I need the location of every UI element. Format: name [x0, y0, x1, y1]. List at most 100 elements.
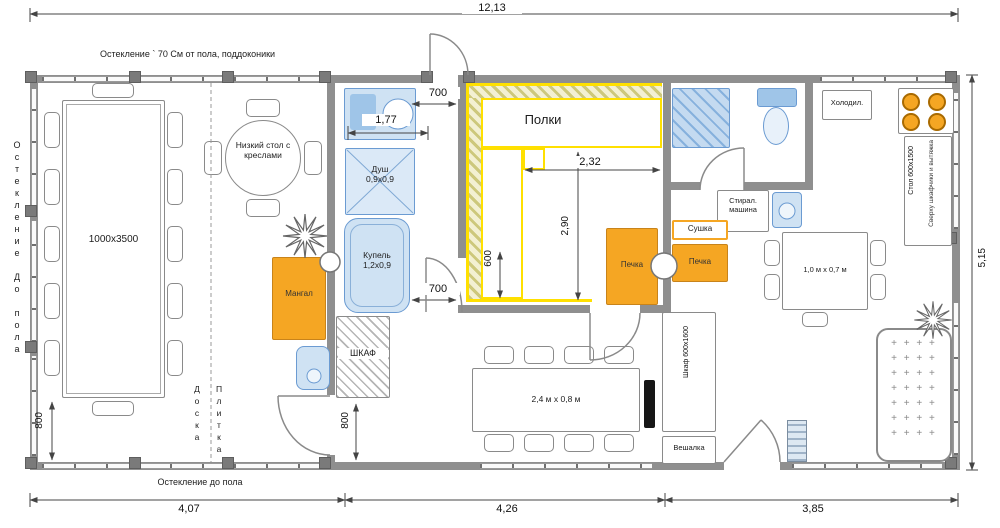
chair	[167, 112, 183, 148]
dim-shower-front: 1,77	[362, 114, 410, 127]
wall-post	[222, 71, 234, 83]
chair	[167, 169, 183, 205]
sauna-wall-trim-left	[466, 86, 469, 302]
dim-aisle-mid: 800	[340, 412, 351, 429]
coat-rack-label: Вешалка	[673, 443, 705, 452]
utility-stove-label: Печка	[688, 257, 712, 266]
window-left-1	[31, 89, 37, 207]
wall-right	[952, 75, 960, 470]
plant-icon	[282, 213, 328, 259]
cabinet-label: ШКАФ	[338, 348, 388, 359]
terrace-table-label: 1000x3500	[88, 234, 139, 245]
sauna-bench-top	[481, 98, 662, 148]
sauna-bench-step	[523, 148, 545, 170]
corner-shower	[672, 88, 730, 148]
sauna-bench-back-top	[469, 86, 662, 98]
chair	[484, 346, 514, 364]
wall-post	[25, 341, 37, 353]
window-top-kitchen	[820, 76, 945, 82]
sauna-stove-label: Печка	[620, 260, 644, 269]
dim-sauna-height: 2,90	[560, 216, 571, 236]
utility-sink	[772, 192, 802, 228]
wall-sauna-right	[663, 75, 671, 312]
tub-label: Купель 1,2х0,9	[363, 250, 391, 271]
window-right-2	[953, 303, 959, 455]
kitchen-counter	[904, 136, 952, 246]
window-right-1	[953, 93, 959, 229]
lounge-table	[472, 368, 640, 432]
wall-top-right	[468, 75, 960, 83]
wardrobe-label: Шкаф 600х1600	[683, 326, 690, 378]
chair	[92, 83, 134, 98]
wall-terrace-divider	[327, 75, 335, 395]
fridge-label: Холодил.	[830, 98, 864, 107]
sauna-shelves-label: Полки	[524, 112, 562, 127]
sauna-bench-left	[481, 148, 523, 299]
chair	[44, 226, 60, 262]
lounge-table-label: 2,4 м х 0,8 м	[531, 394, 581, 404]
chair	[167, 226, 183, 262]
window-left-3	[31, 356, 37, 456]
window-bottom-terrace	[42, 463, 320, 469]
tv	[644, 380, 655, 428]
chair	[304, 141, 322, 175]
floor-tile-label: Плитка	[214, 384, 224, 456]
wall-post	[129, 71, 141, 83]
window-top-terrace	[42, 76, 322, 82]
kitchen-table	[782, 232, 868, 310]
dim-total-width: 12,13	[462, 2, 522, 15]
wall-bathroom-v	[805, 75, 813, 182]
kitchen-counter-label: Стол 600х1500	[908, 146, 915, 195]
coat-rack	[662, 436, 716, 464]
wall-post	[222, 457, 234, 469]
floor-board-label: Доска	[192, 384, 202, 444]
chair	[764, 240, 780, 266]
dim-seg-right: 3,85	[781, 503, 845, 516]
chair	[204, 141, 222, 175]
sauna-heater	[606, 228, 658, 305]
note-glazing-bottom: Остекление до пола	[157, 477, 243, 487]
wall-post	[463, 71, 475, 83]
wall-post	[319, 457, 331, 469]
toilet-tank	[757, 88, 797, 107]
chair	[524, 434, 554, 452]
shower-label: Душ 0,9х0,9	[366, 164, 394, 185]
chair	[167, 283, 183, 319]
wall-bathroom-h-right	[744, 182, 813, 190]
chair	[802, 312, 828, 327]
washer-label: Стирал. машина	[729, 196, 757, 214]
dim-right-height: 5,15	[977, 248, 988, 268]
wall-post	[25, 457, 37, 469]
chair	[92, 401, 134, 416]
fridge	[822, 90, 872, 120]
window-bottom-right	[792, 463, 942, 469]
chair	[604, 346, 634, 364]
chair	[44, 340, 60, 376]
sofa-tufting: + + + + + + + + + + + + + + + + + + + + …	[891, 338, 937, 439]
wall-post	[421, 71, 433, 83]
wardrobe	[662, 312, 716, 432]
dim-corridor-bottom: 700	[416, 283, 460, 296]
wall-sauna-left	[458, 75, 466, 258]
chair	[764, 274, 780, 300]
kitchen-table-label: 1,0 м х 0,7 м	[803, 265, 847, 274]
chair	[246, 199, 280, 217]
dim-seg-mid: 4,26	[475, 503, 539, 516]
note-glazing-top: Остекление ` 70 См от пола, поддоконики	[100, 49, 276, 59]
radiator	[787, 420, 807, 462]
wall-post	[129, 457, 141, 469]
sauna-bench-back-left	[469, 98, 481, 299]
wall-terrace-divider-stub	[327, 455, 335, 470]
chair	[870, 274, 886, 300]
toilet-bowl	[763, 107, 789, 145]
chair	[44, 112, 60, 148]
wall-post	[25, 205, 37, 217]
chair	[870, 240, 886, 266]
grill	[272, 257, 326, 340]
chair	[564, 346, 594, 364]
sauna-wall-trim-top	[466, 83, 662, 86]
sauna-wall-trim-bottom	[466, 299, 592, 302]
terrace-round-table	[225, 120, 301, 196]
utility-stove	[672, 244, 728, 282]
